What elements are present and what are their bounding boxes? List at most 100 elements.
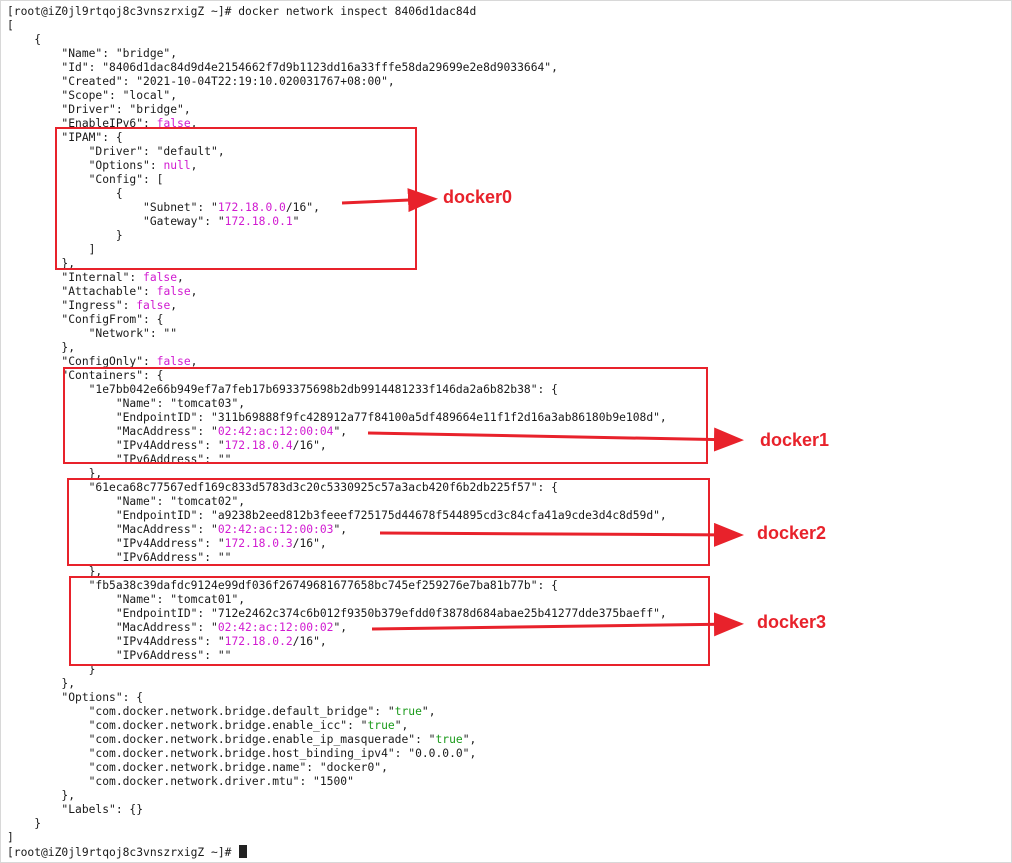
terminal-text: ", (462, 733, 477, 746)
terminal-line: [ (7, 19, 14, 33)
terminal-text: "IPv4Address": " (7, 537, 225, 550)
terminal-line: }, (7, 565, 103, 579)
terminal-text: "Scope": "local", (7, 89, 178, 102)
terminal-line: "IPAM": { (7, 131, 123, 145)
container-tomcat03-highlight-box (63, 367, 708, 464)
terminal-text: , (190, 285, 198, 298)
terminal-text: 172.18.0.1 (224, 215, 293, 228)
terminal-text: "Id": "8406d1dac84d9d4e2154662f7d9b1123d… (7, 61, 558, 74)
terminal-line: "Created": "2021-10-04T22:19:10.02003176… (7, 75, 395, 89)
terminal-line: { (7, 187, 123, 201)
terminal-line: } (7, 663, 96, 677)
terminal-line: "MacAddress": "02:42:ac:12:00:03", (7, 523, 347, 537)
terminal-line: "com.docker.network.bridge.enable_icc": … (7, 719, 409, 733)
terminal-text: } (7, 663, 96, 676)
terminal-text: false (143, 271, 178, 284)
terminal-line: }, (7, 677, 75, 691)
terminal-text: }, (7, 565, 103, 578)
terminal-line: }, (7, 467, 103, 481)
terminal-line: "IPv4Address": "172.18.0.2/16", (7, 635, 327, 649)
terminal-line: "Name": "bridge", (7, 47, 177, 61)
terminal-text: /16", (292, 635, 327, 648)
terminal-line: "IPv6Address": "" (7, 649, 232, 663)
terminal-text: false (156, 285, 191, 298)
terminal-text: [root@iZ0jl9rtqoj8c3vnszrxigZ ~]# (7, 846, 239, 859)
terminal-text: "Options": { (7, 691, 144, 704)
terminal-text: ", (394, 719, 409, 732)
terminal-line: }, (7, 257, 75, 271)
terminal-text: "Name": "tomcat01", (7, 593, 246, 606)
terminal-text: null (163, 159, 191, 172)
terminal-text: "Subnet": " (7, 201, 218, 214)
terminal-line: "Gateway": "172.18.0.1" (7, 215, 299, 229)
terminal-text: /16", (285, 201, 320, 214)
terminal-text: "IPAM": { (7, 131, 123, 144)
terminal-text: "Ingress": (7, 299, 137, 312)
terminal-text: "1e7bb042e66b949ef7a7feb17b693375698b2db… (7, 383, 558, 396)
terminal-line: "Labels": {} (7, 803, 143, 817)
terminal-text: true (435, 733, 463, 746)
terminal-text: , (170, 299, 178, 312)
terminal-line: "Id": "8406d1dac84d9d4e2154662f7d9b1123d… (7, 61, 558, 75)
terminal-line: "ConfigFrom": { (7, 313, 163, 327)
arrow-docker2 (379, 522, 744, 547)
terminal-text: }, (7, 789, 76, 802)
terminal-text: "fb5a38c39dafdc9124e99df036f267496816776… (7, 579, 558, 592)
terminal-line: [root@iZ0jl9rtqoj8c3vnszrxigZ ~]# (7, 845, 248, 859)
terminal-line: } (7, 817, 41, 831)
terminal-line: "Internal": false, (7, 271, 183, 285)
terminal-text: { (7, 187, 123, 200)
terminal-text: /16", (292, 537, 327, 550)
terminal-line: "Subnet": "172.18.0.0/16", (7, 201, 320, 215)
terminal-line: "com.docker.network.bridge.name": "docke… (7, 761, 388, 775)
terminal-text: 172.18.0.4 (224, 439, 293, 452)
terminal-line: "Driver": "bridge", (7, 103, 190, 117)
terminal-text: 02:42:ac:12:00:02 (217, 621, 334, 634)
terminal-text: "com.docker.network.bridge.default_bridg… (7, 705, 395, 718)
terminal-line: "IPv6Address": "" (7, 551, 232, 565)
terminal-line: "1e7bb042e66b949ef7a7feb17b693375698b2db… (7, 383, 558, 397)
terminal-text: "MacAddress": " (7, 621, 218, 634)
terminal-line: ] (7, 243, 96, 257)
docker2-label: docker2 (757, 523, 827, 543)
terminal-text: "Created": "2021-10-04T22:19:10.02003176… (7, 75, 395, 88)
terminal-line: "EndpointID": "712e2462c374c6b012f9350b3… (7, 607, 667, 621)
terminal-text: "EnableIPv6": (7, 117, 157, 130)
terminal-text: "Name": "bridge", (7, 47, 178, 60)
terminal-line: "com.docker.network.driver.mtu": "1500" (7, 775, 354, 789)
terminal-text: "ConfigFrom": { (7, 313, 164, 326)
terminal-text: 02:42:ac:12:00:03 (217, 523, 334, 536)
terminal-line: "EndpointID": "a9238b2eed812b3feeef72517… (7, 509, 667, 523)
terminal-line: "MacAddress": "02:42:ac:12:00:02", (7, 621, 347, 635)
terminal-line: } (7, 229, 123, 243)
terminal-line: "Containers": { (7, 369, 163, 383)
terminal-line: "fb5a38c39dafdc9124e99df036f267496816776… (7, 579, 558, 593)
terminal-text: "Name": "tomcat03", (7, 397, 246, 410)
terminal-text: "com.docker.network.bridge.name": "docke… (7, 761, 388, 774)
terminal-text: 172.18.0.0 (217, 201, 286, 214)
terminal-text: "Internal": (7, 271, 144, 284)
terminal-line: "Name": "tomcat03", (7, 397, 245, 411)
terminal-text: }, (7, 467, 103, 480)
terminal-text: "Gateway": " (7, 215, 225, 228)
terminal-text: "Driver": "default", (7, 145, 225, 158)
terminal-text: , (190, 355, 198, 368)
arrow-docker0 (341, 188, 438, 213)
terminal-text: } (7, 229, 123, 242)
terminal-text: }, (7, 341, 76, 354)
terminal-line: "ConfigOnly": false, (7, 355, 197, 369)
terminal-text: /16", (292, 439, 327, 452)
terminal-text: "com.docker.network.bridge.enable_ip_mas… (7, 733, 436, 746)
terminal-text: ", (333, 425, 348, 438)
terminal-text: "EndpointID": "a9238b2eed812b3feeef72517… (7, 509, 667, 522)
terminal-text: { (7, 33, 42, 46)
terminal-text: "EndpointID": "712e2462c374c6b012f9350b3… (7, 607, 667, 620)
terminal-text: " (292, 215, 300, 228)
terminal-line: }, (7, 341, 75, 355)
terminal-text: ", (333, 523, 348, 536)
terminal-line: "Name": "tomcat02", (7, 495, 245, 509)
terminal-text: ] (7, 831, 14, 844)
terminal-text: "com.docker.network.driver.mtu": "1500" (7, 775, 354, 788)
